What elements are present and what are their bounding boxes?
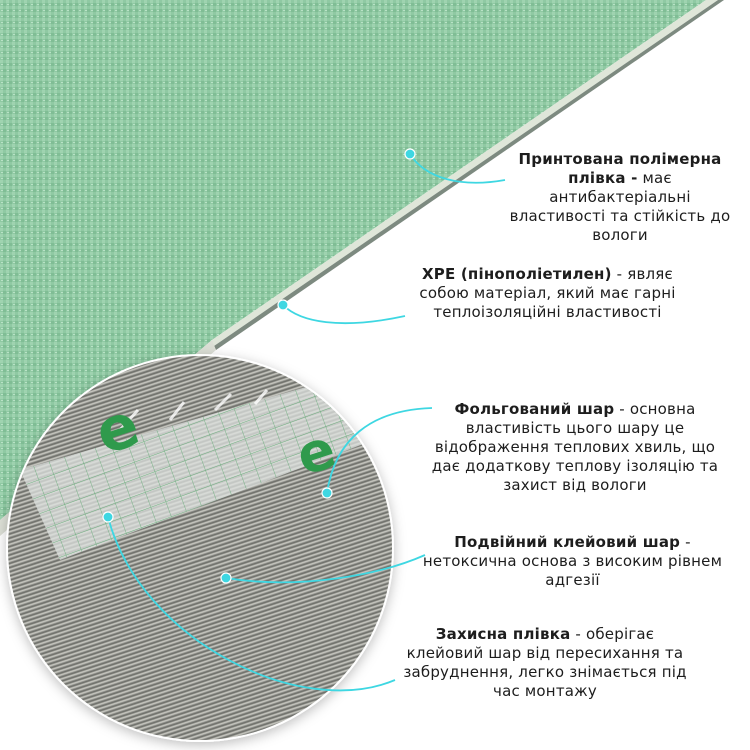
label-xpe-text: - являє собою матеріал, який має гарні т… — [419, 265, 676, 321]
label-printed-film: Принтована полімерна плівка - має антиба… — [505, 150, 735, 245]
callout-dot-protective — [102, 511, 114, 523]
callout-line-film — [409, 153, 506, 184]
callout-line-xpe — [282, 304, 406, 325]
label-protective-text: - оберігає клейовий шар від пересихання … — [403, 625, 687, 700]
callout-lines — [107, 153, 506, 692]
label-protective: Захисна плівка - оберігає клейовий шар в… — [395, 625, 695, 701]
callout-line-protective — [107, 516, 396, 692]
label-printed-film-title: Принтована полімерна плівка - — [518, 150, 722, 187]
callout-dot-icon — [102, 148, 416, 584]
label-foil: Фольгований шар - основна властивість ць… — [425, 400, 725, 495]
label-adhesive: Подвійний клейовий шар - нетоксична осно… — [420, 533, 725, 590]
callout-dot-film — [404, 148, 416, 160]
callout-line-foil — [326, 407, 433, 494]
callout-line-adhesive — [225, 554, 426, 584]
callout-dot-foil — [321, 487, 333, 499]
label-adhesive-text: - нетоксична основа з високим рівнем адг… — [422, 533, 723, 589]
label-xpe: XPE (пінополіетилен) - являє собою матер… — [400, 265, 695, 322]
callout-dot-adhesive — [220, 572, 232, 584]
label-printed-film-text: має антибактеріальні властивості та стій… — [509, 169, 731, 244]
label-adhesive-title: Подвійний клейовий шар — [454, 533, 681, 551]
label-foil-title: Фольгований шар — [454, 400, 615, 418]
label-protective-title: Захисна плівка — [435, 625, 571, 643]
label-foil-text: - основна властивість цього шару це відо… — [431, 400, 719, 494]
callout-dot-xpe — [277, 299, 289, 311]
label-xpe-title: XPE (пінополіетилен) — [422, 265, 612, 283]
